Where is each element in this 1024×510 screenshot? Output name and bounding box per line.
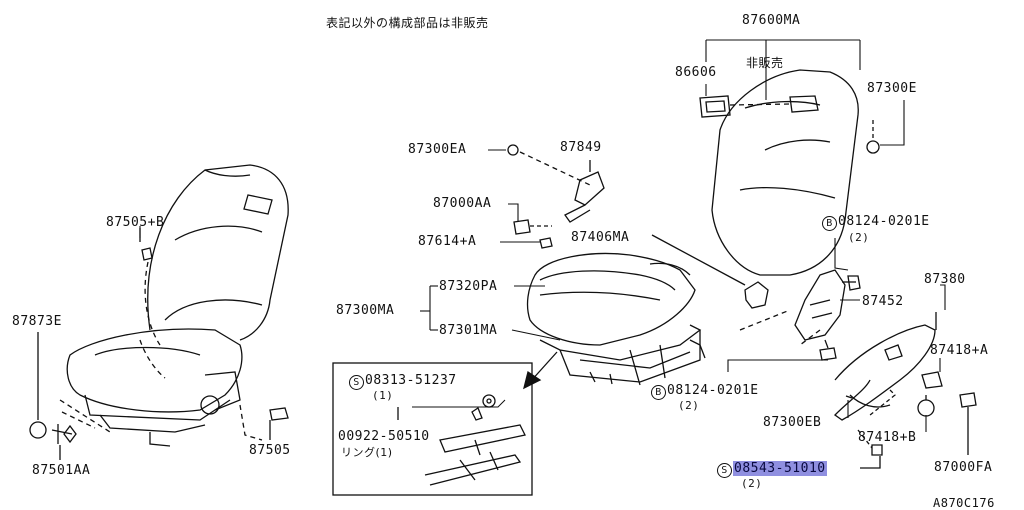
part-label-87505B[interactable]: 87505+B [106,215,165,230]
diagram-code: A870C176 [933,496,995,510]
part-label-87300E[interactable]: 87300E [867,81,917,96]
inset-pointer-arrow [523,351,558,390]
header-note: 表記以外の構成部品は非販売 [326,16,489,30]
center-exploded-drawing [507,144,769,386]
part-label-87418A[interactable]: 87418+A [930,343,989,358]
highlighted-part-number: 08543-51010 [733,461,827,476]
inset-qty-screw: (1) [372,389,394,402]
standard-part-icon: S [349,375,364,390]
right-backrest-drawing [699,69,977,469]
part-label-87418B[interactable]: 87418+B [858,430,917,445]
part-label-87000AA[interactable]: 87000AA [433,196,492,211]
leader-lines [139,39,946,432]
qty-08543: (2) [741,477,763,490]
part-label-87301MA[interactable]: 87301MA [439,323,498,338]
part-label-87000FA[interactable]: 87000FA [934,460,993,475]
part-label-86606[interactable]: 86606 [675,65,717,80]
inset-ring-description: リング(1) [341,446,393,459]
standard-part-icon: B [822,216,837,231]
left-seat-drawing [29,164,289,460]
part-label-87600MA[interactable]: 87600MA [742,13,801,28]
part-label-87300EA[interactable]: 87300EA [408,142,467,157]
part-label-87501AA[interactable]: 87501AA [32,463,91,478]
part-label-87849[interactable]: 87849 [560,140,602,155]
part-label-87873E[interactable]: 87873E [12,314,62,329]
part-label-87300EB[interactable]: 87300EB [763,415,822,430]
part-label-87614A[interactable]: 87614+A [418,234,477,249]
part-label-87320PA[interactable]: 87320PA [439,279,498,294]
part-label-87380[interactable]: 87380 [924,272,966,287]
inset-box [332,362,533,496]
qty-08124-mid: (2) [678,399,700,412]
standard-part-icon: B [651,385,666,400]
not-sold-label: 非販売 [746,56,784,70]
part-label-87452[interactable]: 87452 [862,294,904,309]
inset-part-label-ring[interactable]: 00922-50510 [338,429,430,444]
part-label-87300MA[interactable]: 87300MA [336,303,395,318]
standard-part-icon: S [717,463,732,478]
part-label-87505[interactable]: 87505 [249,443,291,458]
qty-08124-top: (2) [848,231,870,244]
part-label-87406MA[interactable]: 87406MA [571,230,630,245]
part-number: 08124-0201E [667,383,759,398]
part-number: 08124-0201E [838,214,930,229]
part-number: 08313-51237 [365,373,457,388]
